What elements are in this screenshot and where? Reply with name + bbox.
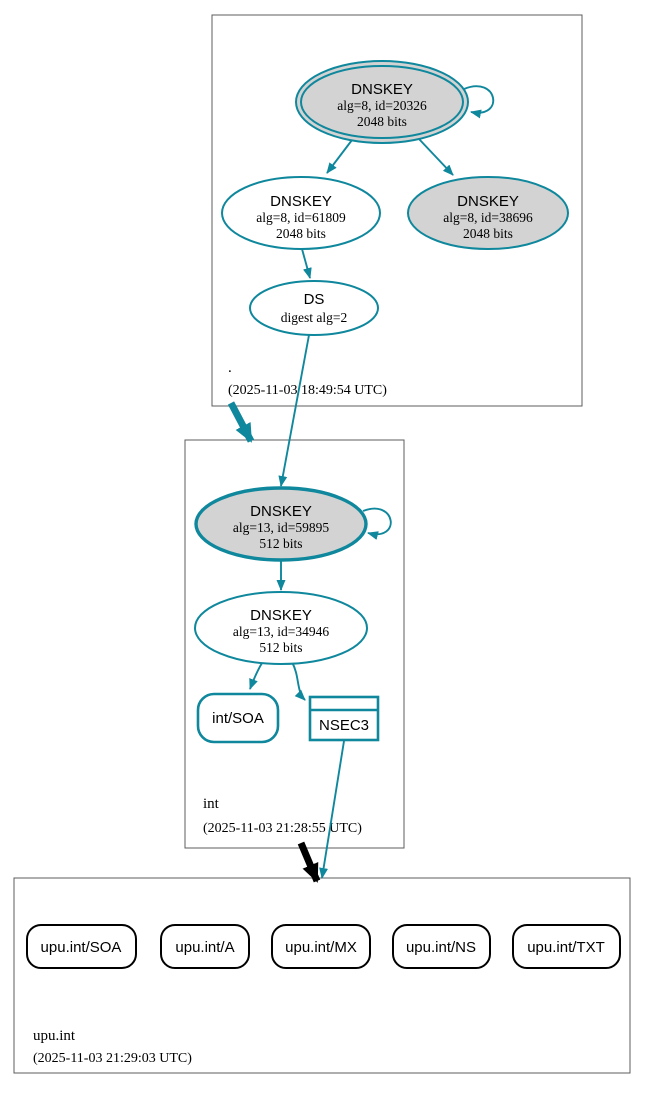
dnskey-59895-type: DNSKEY — [250, 503, 312, 520]
dnskey-34946-ellipse — [194, 591, 368, 665]
edge-root-ksk-selfsign — [463, 85, 495, 119]
upu-a-label: upu.int/A — [175, 939, 234, 956]
node-rrset-upu-soa[interactable]: upu.int/SOA — [26, 924, 137, 969]
dnskey-20326-outer-ellipse — [295, 60, 469, 144]
node-dnskey-34946[interactable]: DNSKEY alg=13, id=34946 512 bits — [194, 591, 368, 665]
ds-type: DS — [304, 291, 325, 308]
dnskey-34946-type: DNSKEY — [250, 607, 312, 624]
zone-label-root: . — [228, 360, 232, 376]
node-dnskey-38696[interactable]: DNSKEY alg=8, id=38696 2048 bits — [407, 176, 569, 250]
edge-root-ksk-to-zsk — [326, 139, 353, 174]
dnskey-20326-inner-ellipse — [300, 65, 464, 139]
upu-a-rect — [160, 924, 250, 969]
node-dnskey-59895[interactable]: DNSKEY alg=13, id=59895 512 bits — [194, 486, 368, 562]
edge-int-ksk-selfsign — [362, 507, 392, 540]
upu-mx-rect — [271, 924, 371, 969]
node-dnskey-61809[interactable]: DNSKEY alg=8, id=61809 2048 bits — [221, 176, 381, 250]
edge-root-ksk-to-key38696 — [418, 138, 454, 176]
dnskey-20326-detail2: 2048 bits — [357, 114, 407, 129]
zone-label-upu: upu.int — [33, 1028, 76, 1044]
zone-label-int: int — [203, 796, 220, 812]
dnskey-34946-detail2: 512 bits — [259, 640, 302, 655]
zone-timestamp-int: (2025-11-03 21:28:55 UTC) — [203, 821, 362, 836]
node-dnskey-20326[interactable]: DNSKEY alg=8, id=20326 2048 bits — [295, 60, 469, 144]
zone-box-upu — [13, 877, 631, 1074]
dnskey-38696-ellipse — [407, 176, 569, 250]
upu-soa-rect — [26, 924, 137, 969]
upu-mx-label: upu.int/MX — [285, 939, 357, 956]
dnskey-20326-detail1: alg=8, id=20326 — [337, 98, 427, 113]
dnskey-61809-detail2: 2048 bits — [276, 226, 326, 241]
node-rrset-int-soa[interactable]: int/SOA — [196, 692, 280, 744]
edge-delegation-int-to-upu — [297, 841, 321, 883]
dnskey-38696-type: DNSKEY — [457, 193, 519, 210]
edge-ds-to-int-ksk — [278, 334, 310, 487]
upu-txt-rect — [512, 924, 621, 969]
dnskey-38696-detail2: 2048 bits — [463, 226, 513, 241]
dnskey-38696-detail1: alg=8, id=38696 — [443, 210, 533, 225]
nsec3-label: NSEC3 — [319, 717, 369, 734]
dnskey-59895-detail2: 512 bits — [259, 536, 302, 551]
node-ds-root[interactable]: DS digest alg=2 — [249, 280, 379, 336]
nsec3-rect — [308, 695, 380, 742]
int-soa-label: int/SOA — [212, 710, 264, 727]
upu-soa-label: upu.int/SOA — [41, 939, 122, 956]
ds-detail: digest alg=2 — [281, 310, 347, 325]
upu-txt-label: upu.int/TXT — [527, 939, 605, 956]
dnskey-61809-ellipse — [221, 176, 381, 250]
node-nsec3[interactable]: NSEC3 — [308, 695, 380, 742]
edge-int-zsk-to-nsec3 — [291, 661, 306, 701]
dnskey-61809-type: DNSKEY — [270, 193, 332, 210]
ds-ellipse — [249, 280, 379, 336]
dnskey-59895-ellipse — [194, 486, 368, 562]
upu-ns-rect — [392, 924, 491, 969]
dnskey-34946-detail1: alg=13, id=34946 — [233, 624, 329, 639]
node-rrset-upu-ns[interactable]: upu.int/NS — [392, 924, 491, 969]
node-rrset-upu-a[interactable]: upu.int/A — [160, 924, 250, 969]
zone-timestamp-root: (2025-11-03 18:49:54 UTC) — [228, 383, 387, 398]
edge-int-zsk-to-soa — [249, 662, 263, 690]
zone-timestamp-upu: (2025-11-03 21:29:03 UTC) — [33, 1051, 192, 1066]
dnskey-61809-detail1: alg=8, id=61809 — [256, 210, 346, 225]
upu-ns-label: upu.int/NS — [406, 939, 476, 956]
dnskey-59895-detail1: alg=13, id=59895 — [233, 520, 329, 535]
int-soa-rect — [196, 692, 280, 744]
dnskey-20326-type: DNSKEY — [351, 81, 413, 98]
node-rrset-upu-txt[interactable]: upu.int/TXT — [512, 924, 621, 969]
edge-delegation-root-to-int — [227, 401, 255, 443]
node-rrset-upu-mx[interactable]: upu.int/MX — [271, 924, 371, 969]
edge-root-zsk-to-ds — [301, 248, 312, 279]
edge-nsec3-to-upu — [319, 740, 345, 879]
